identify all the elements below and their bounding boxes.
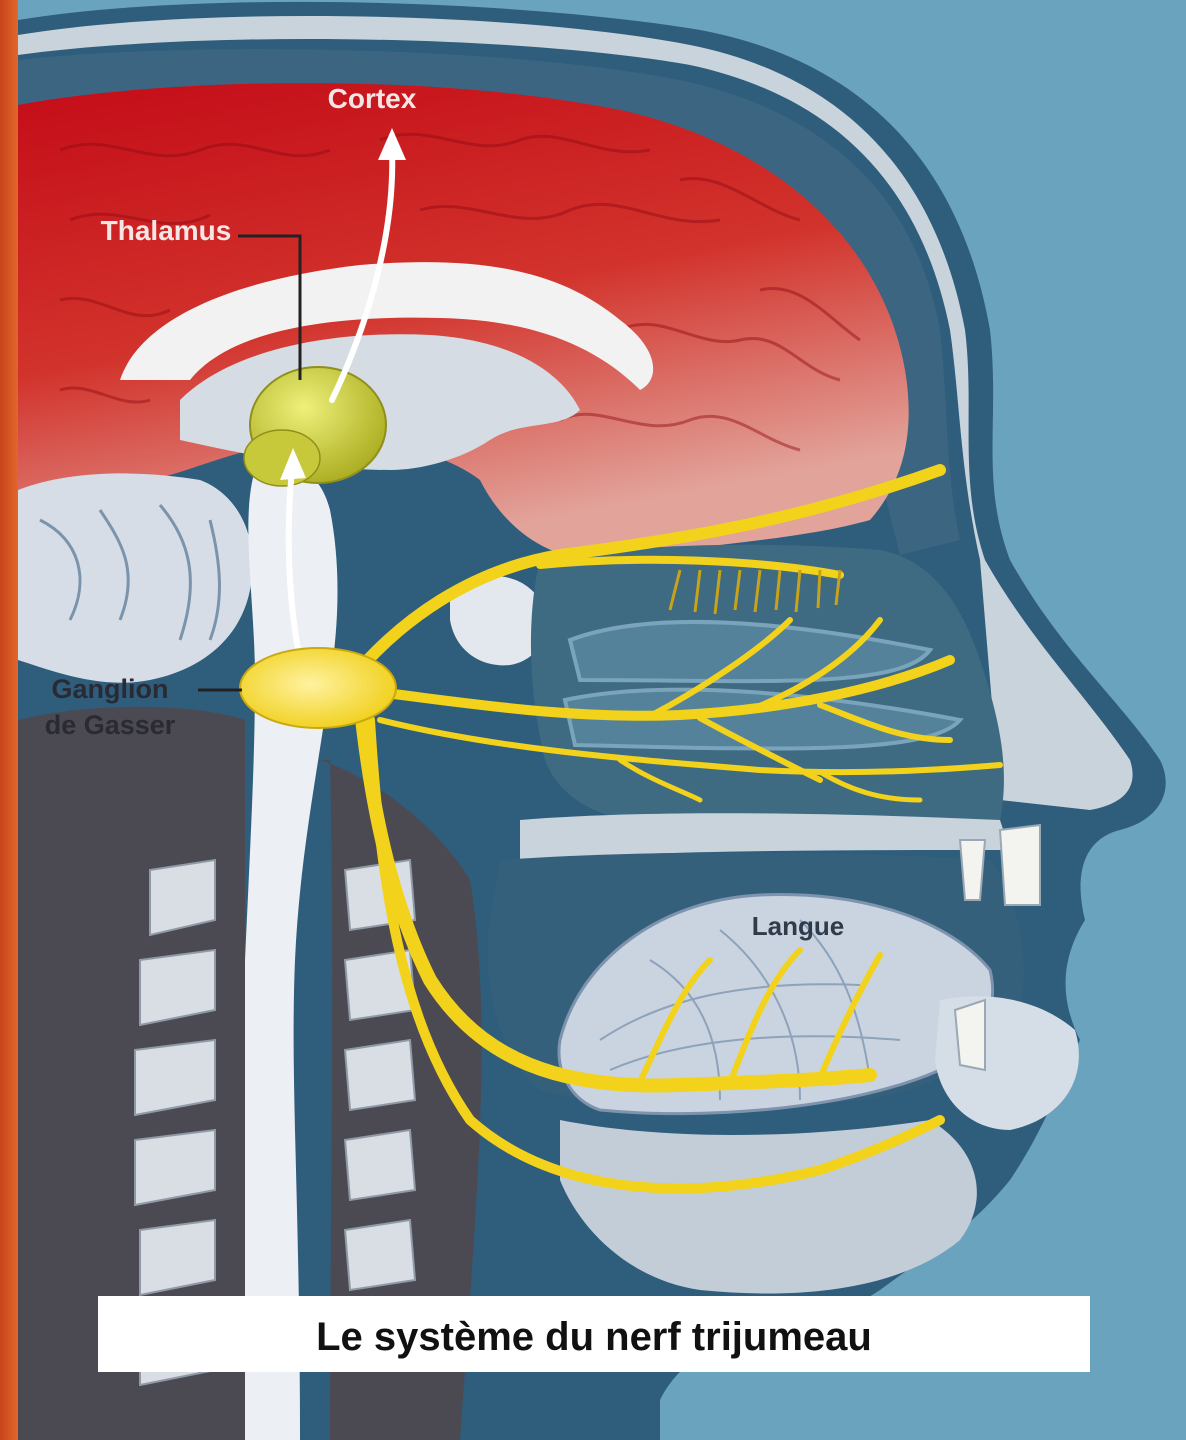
label-thalamus: Thalamus [101, 215, 232, 246]
gasserian-ganglion [240, 648, 396, 728]
nasal-cavity [531, 545, 1004, 828]
label-ganglion-line2: de Gasser [45, 710, 176, 740]
caption-text: Le système du nerf trijumeau [316, 1315, 872, 1359]
label-cortex: Cortex [328, 83, 417, 114]
label-ganglion-line1: Ganglion [52, 674, 169, 704]
label-langue: Langue [752, 911, 844, 941]
